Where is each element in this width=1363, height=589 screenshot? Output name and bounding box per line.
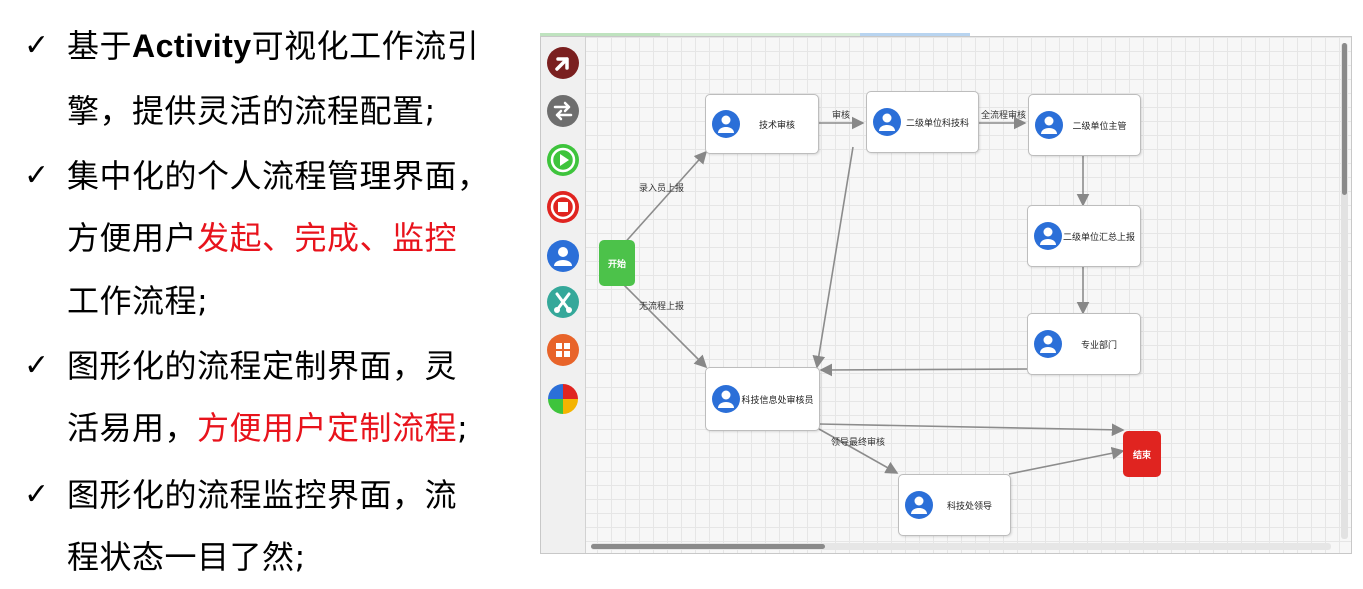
user-glyph [718, 115, 734, 133]
transition-tool[interactable] [547, 95, 579, 127]
task-l2-tech[interactable]: 二级单位科技科 [866, 91, 979, 153]
user-glyph [879, 113, 895, 131]
user-icon [712, 110, 740, 138]
horizontal-scrollbar-track[interactable] [591, 543, 1331, 550]
bullet-line: 基于Activity可视化工作流引 [67, 26, 479, 66]
check-mark-icon: ✓ [24, 348, 50, 383]
user-glyph [1040, 227, 1056, 245]
task-label: 专业部门 [1080, 340, 1117, 351]
bullet-line: 图形化的流程定制界面，灵 [67, 346, 457, 386]
user-glyph [1040, 335, 1056, 353]
user-icon [1035, 111, 1063, 139]
edge-leader-end[interactable] [1008, 446, 1125, 475]
workflow-designer[interactable]: 开始 结束 技术审核 二级单位科技科 二级单位主管 二级单位汇总上报 专业部门 … [540, 36, 1352, 554]
bullet-text: 程状态一目了然; [67, 538, 306, 576]
arrow-cursor-icon [547, 47, 579, 79]
bullet-line: 活易用，方便用户定制流程; [67, 408, 468, 448]
stop-icon [547, 191, 579, 223]
vertical-scrollbar-thumb[interactable] [1342, 43, 1347, 195]
bullet-text: 方便用户 [67, 219, 198, 257]
user-glyph [1041, 116, 1057, 134]
vertical-scrollbar-track[interactable] [1341, 43, 1348, 539]
task-tech-review[interactable]: 技术审核 [705, 94, 819, 154]
edges-layer [620, 116, 1125, 475]
task-label: 技术审核 [758, 120, 795, 131]
play-icon [547, 144, 579, 176]
user-icon [712, 385, 740, 413]
edge-label-review: 审核 [832, 111, 851, 121]
bullet-text: ; [457, 409, 469, 447]
user-icon [1034, 330, 1062, 358]
edge-label-final-review: 领导最终审核 [831, 438, 886, 448]
check-mark-icon: ✓ [24, 158, 50, 193]
task-label: 科技信息处审核员 [741, 395, 814, 406]
bullet-text: 图形化的流程定制界面，灵 [67, 347, 458, 385]
bullet-text: 擎，提供灵活的流程配置; [67, 92, 436, 130]
edge-reviewer-end[interactable] [818, 423, 1125, 437]
check-mark-icon: ✓ [24, 477, 50, 512]
start-event-tool[interactable] [547, 144, 579, 176]
highlight-text: 方便用户定制流程 [197, 409, 458, 447]
horizontal-scrollbar-thumb[interactable] [591, 544, 825, 549]
feature-bullet-list: ✓基于Activity可视化工作流引擎，提供灵活的流程配置;✓集中化的个人流程管… [0, 0, 535, 589]
bullet-text: 基于 [67, 27, 133, 65]
bullet-line: 图形化的流程监控界面，流 [67, 475, 457, 515]
bullet-line: 擎，提供灵活的流程配置; [67, 91, 436, 131]
bullet-text: 图形化的流程监控界面，流 [67, 476, 458, 514]
edge-label-full-review: 全流程审核 [981, 111, 1027, 121]
end-event-node[interactable]: 结束 [1123, 431, 1161, 477]
task-label: 科技处领导 [946, 501, 992, 512]
end-event-tool[interactable] [547, 191, 579, 223]
edge-dept-reviewer[interactable] [819, 363, 1028, 377]
user-icon [905, 491, 933, 519]
fork-icon [547, 286, 579, 318]
bullet-line: 集中化的个人流程管理界面， [67, 156, 490, 196]
subprocess-tool[interactable] [547, 334, 579, 366]
select-tool[interactable] [547, 47, 579, 79]
bullet-line: 工作流程; [67, 281, 208, 321]
start-event-node[interactable]: 开始 [599, 240, 635, 286]
fork-tool[interactable] [547, 286, 579, 318]
gateway-tool[interactable] [547, 383, 579, 415]
task-label: 二级单位汇总上报 [1062, 232, 1135, 243]
user-icon [873, 108, 901, 136]
bullet-text: Activity [132, 28, 252, 64]
task-dept[interactable]: 专业部门 [1027, 313, 1141, 375]
edge-label-entry: 录入员上报 [639, 184, 685, 194]
bullet-text: 可视化工作流引 [251, 27, 480, 65]
user-task-tool[interactable] [547, 240, 579, 272]
check-mark-icon: ✓ [24, 28, 50, 63]
bullet-text: 活易用， [67, 409, 198, 447]
pie-icon [548, 384, 578, 414]
grid-icon [547, 334, 579, 366]
task-label: 二级单位科技科 [905, 118, 969, 129]
edge-label-no-process: 无流程上报 [639, 302, 685, 312]
edge-reviewer-leader[interactable] [818, 428, 899, 474]
designer-top-strip [540, 33, 1350, 37]
edge-start-reviewer[interactable] [620, 281, 708, 369]
bullet-line: 方便用户发起、完成、监控 [67, 218, 457, 258]
edge-l2tech-reviewer[interactable] [812, 146, 854, 369]
user-icon [1034, 222, 1062, 250]
task-label: 二级单位主管 [1072, 121, 1127, 132]
task-l2-summary[interactable]: 二级单位汇总上报 [1027, 205, 1141, 267]
task-l2-head[interactable]: 二级单位主管 [1028, 94, 1141, 156]
user-glyph [718, 390, 734, 408]
edge-start-techreview[interactable] [620, 150, 708, 248]
task-sti-reviewer[interactable]: 科技信息处审核员 [705, 367, 820, 431]
highlight-text: 发起、完成、监控 [197, 219, 458, 257]
swap-arrows-icon [547, 95, 579, 127]
user-icon [547, 240, 579, 272]
task-sti-leader[interactable]: 科技处领导 [898, 474, 1011, 536]
user-glyph [911, 496, 927, 514]
bullet-text: 集中化的个人流程管理界面， [67, 157, 490, 195]
bullet-text: 工作流程; [67, 282, 209, 320]
tool-palette [541, 37, 586, 553]
bullet-line: 程状态一目了然; [67, 537, 306, 577]
